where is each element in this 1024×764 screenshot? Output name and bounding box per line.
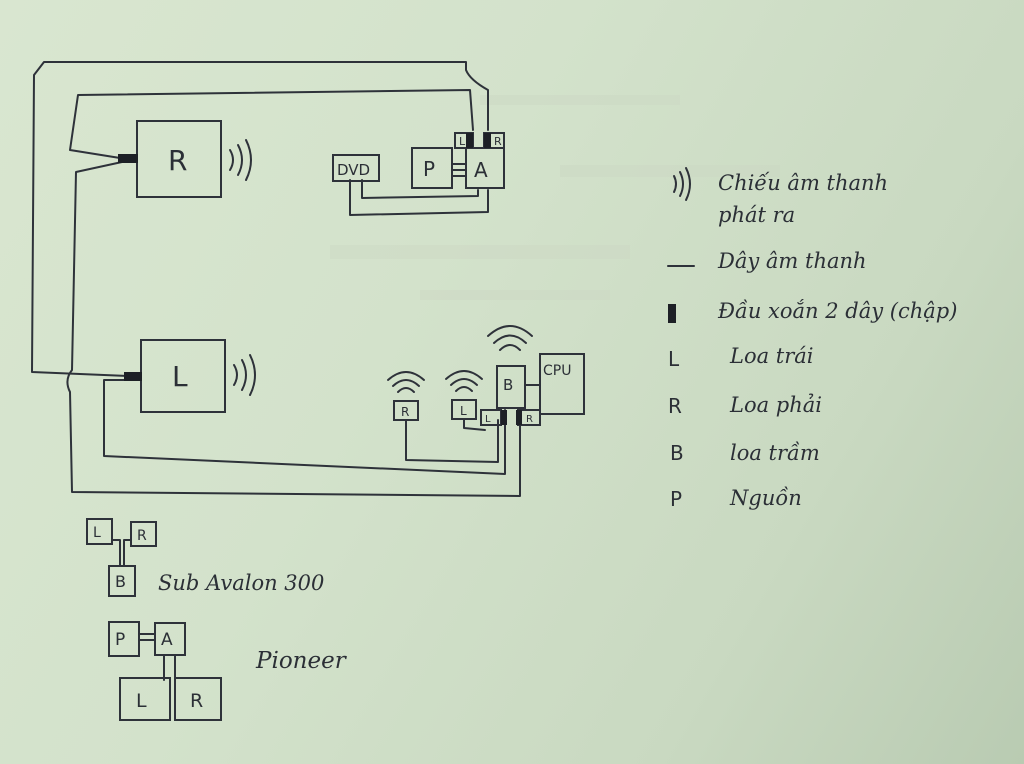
kit-sub-name: Sub Avalon 300 (158, 571, 324, 595)
wire-sat-l (463, 419, 486, 431)
wire-r-down (66, 161, 521, 497)
wifi-waves-icon (487, 325, 533, 351)
power-box (411, 147, 453, 189)
legend-item-sound: Chiếu âm thanh phát ra (673, 167, 888, 227)
wifi-waves-icon (445, 370, 483, 392)
twisted-connector-sub-l (501, 410, 507, 425)
legend-item-power: P Nguồn (670, 486, 802, 511)
kit-pioneer-name: Pioneer (255, 648, 348, 674)
dvd-label: DVD (337, 161, 370, 179)
sound-waves-icon (233, 354, 256, 396)
legend-item-right: R Loa phải (668, 393, 822, 418)
wire-outer-loop (31, 61, 489, 377)
connector-symbol (668, 304, 676, 323)
legend-sound-text-2: phát ra (718, 203, 795, 227)
wire-dvd-amp-2 (361, 179, 479, 199)
sub-label: B (503, 376, 513, 394)
legend-right-text: Loa phải (729, 393, 822, 417)
dvd-box (332, 154, 380, 182)
cpu-label: CPU (543, 363, 571, 379)
kit-r-box (174, 677, 222, 721)
amp-r-label: R (494, 135, 502, 148)
twisted-connector-amp-r (484, 133, 491, 148)
legend-right-symbol: R (668, 394, 682, 418)
kit-sub-r-box (130, 521, 157, 547)
kit-power-label: P (115, 630, 125, 650)
kit-power-amp-link (138, 633, 156, 641)
wifi-waves-icon (387, 371, 425, 393)
legend-power-symbol: P (670, 487, 682, 511)
legend-power-text: Nguồn (729, 486, 802, 510)
sub-l-label: L (485, 414, 491, 425)
power-label: P (423, 157, 435, 181)
pioneer-kit: P A L R Pioneer (108, 621, 348, 721)
legend-connector-text: Đầu xoắn 2 dây (chập) (717, 299, 957, 323)
kit-amp-wires (163, 654, 176, 681)
legend-item-connector: Đầu xoắn 2 dây (chập) (668, 299, 957, 323)
kit-amp-box (154, 622, 186, 656)
wire-l-down (103, 379, 506, 475)
amplifier-group: DVD P A L R (332, 132, 505, 189)
twisted-connector-r (118, 154, 138, 163)
kit-l-box (119, 677, 171, 721)
sound-waves-icon (229, 139, 252, 181)
legend: Chiếu âm thanh phát ra Dây âm thanh Đầu … (667, 167, 957, 511)
legend-item-bass: B loa trầm (670, 441, 820, 465)
subwoofer-group: CPU B L R R L (387, 325, 585, 426)
kit-sub-l-label: L (93, 525, 101, 541)
legend-item-wire: Dây âm thanh (667, 249, 867, 273)
legend-item-left: L Loa trái (668, 344, 814, 371)
amp-l-label: L (459, 135, 466, 148)
legend-left-symbol: L (668, 347, 680, 371)
kit-amp-label: A (161, 630, 173, 650)
sub-avalon-kit: L R B Sub Avalon 300 (86, 518, 324, 597)
bleed-through-text (330, 95, 780, 300)
speaker-left: L (124, 339, 256, 413)
sub-box (496, 365, 526, 409)
amp-label: A (474, 158, 488, 182)
legend-bass-symbol: B (670, 441, 684, 465)
speaker-right: R (118, 120, 252, 198)
speaker-right-label: R (168, 144, 187, 177)
legend-sound-text: Chiếu âm thanh (718, 171, 888, 195)
legend-left-text: Loa trái (729, 344, 814, 368)
kit-sub-wires (111, 539, 132, 567)
sub-r-label: R (526, 414, 533, 425)
speaker-left-label: L (172, 360, 188, 393)
power-amp-link (451, 163, 467, 177)
wire-inner-loop (69, 89, 474, 159)
twisted-connector-sub-r (516, 410, 522, 425)
satellite-r-label: R (401, 405, 409, 419)
satellite-r-box (393, 400, 419, 421)
audio-wires (31, 61, 521, 497)
wire-dvd-amp (349, 179, 489, 216)
kit-sub-b-label: B (115, 572, 126, 591)
twisted-connector-l (124, 372, 142, 381)
kit-sub-b-box (108, 565, 136, 597)
kit-sub-l-box (86, 518, 113, 545)
satellite-l-box (451, 399, 477, 420)
twisted-connector-amp-l (466, 133, 473, 148)
legend-bass-text: loa trầm (730, 441, 820, 465)
sound-waves-icon (673, 167, 691, 201)
satellite-l-label: L (460, 404, 467, 418)
wire-sat-r (405, 419, 499, 463)
kit-l-label: L (136, 690, 147, 712)
kit-r-label: R (190, 690, 203, 712)
kit-sub-r-label: R (137, 528, 147, 544)
legend-wire-text: Dây âm thanh (717, 249, 867, 273)
